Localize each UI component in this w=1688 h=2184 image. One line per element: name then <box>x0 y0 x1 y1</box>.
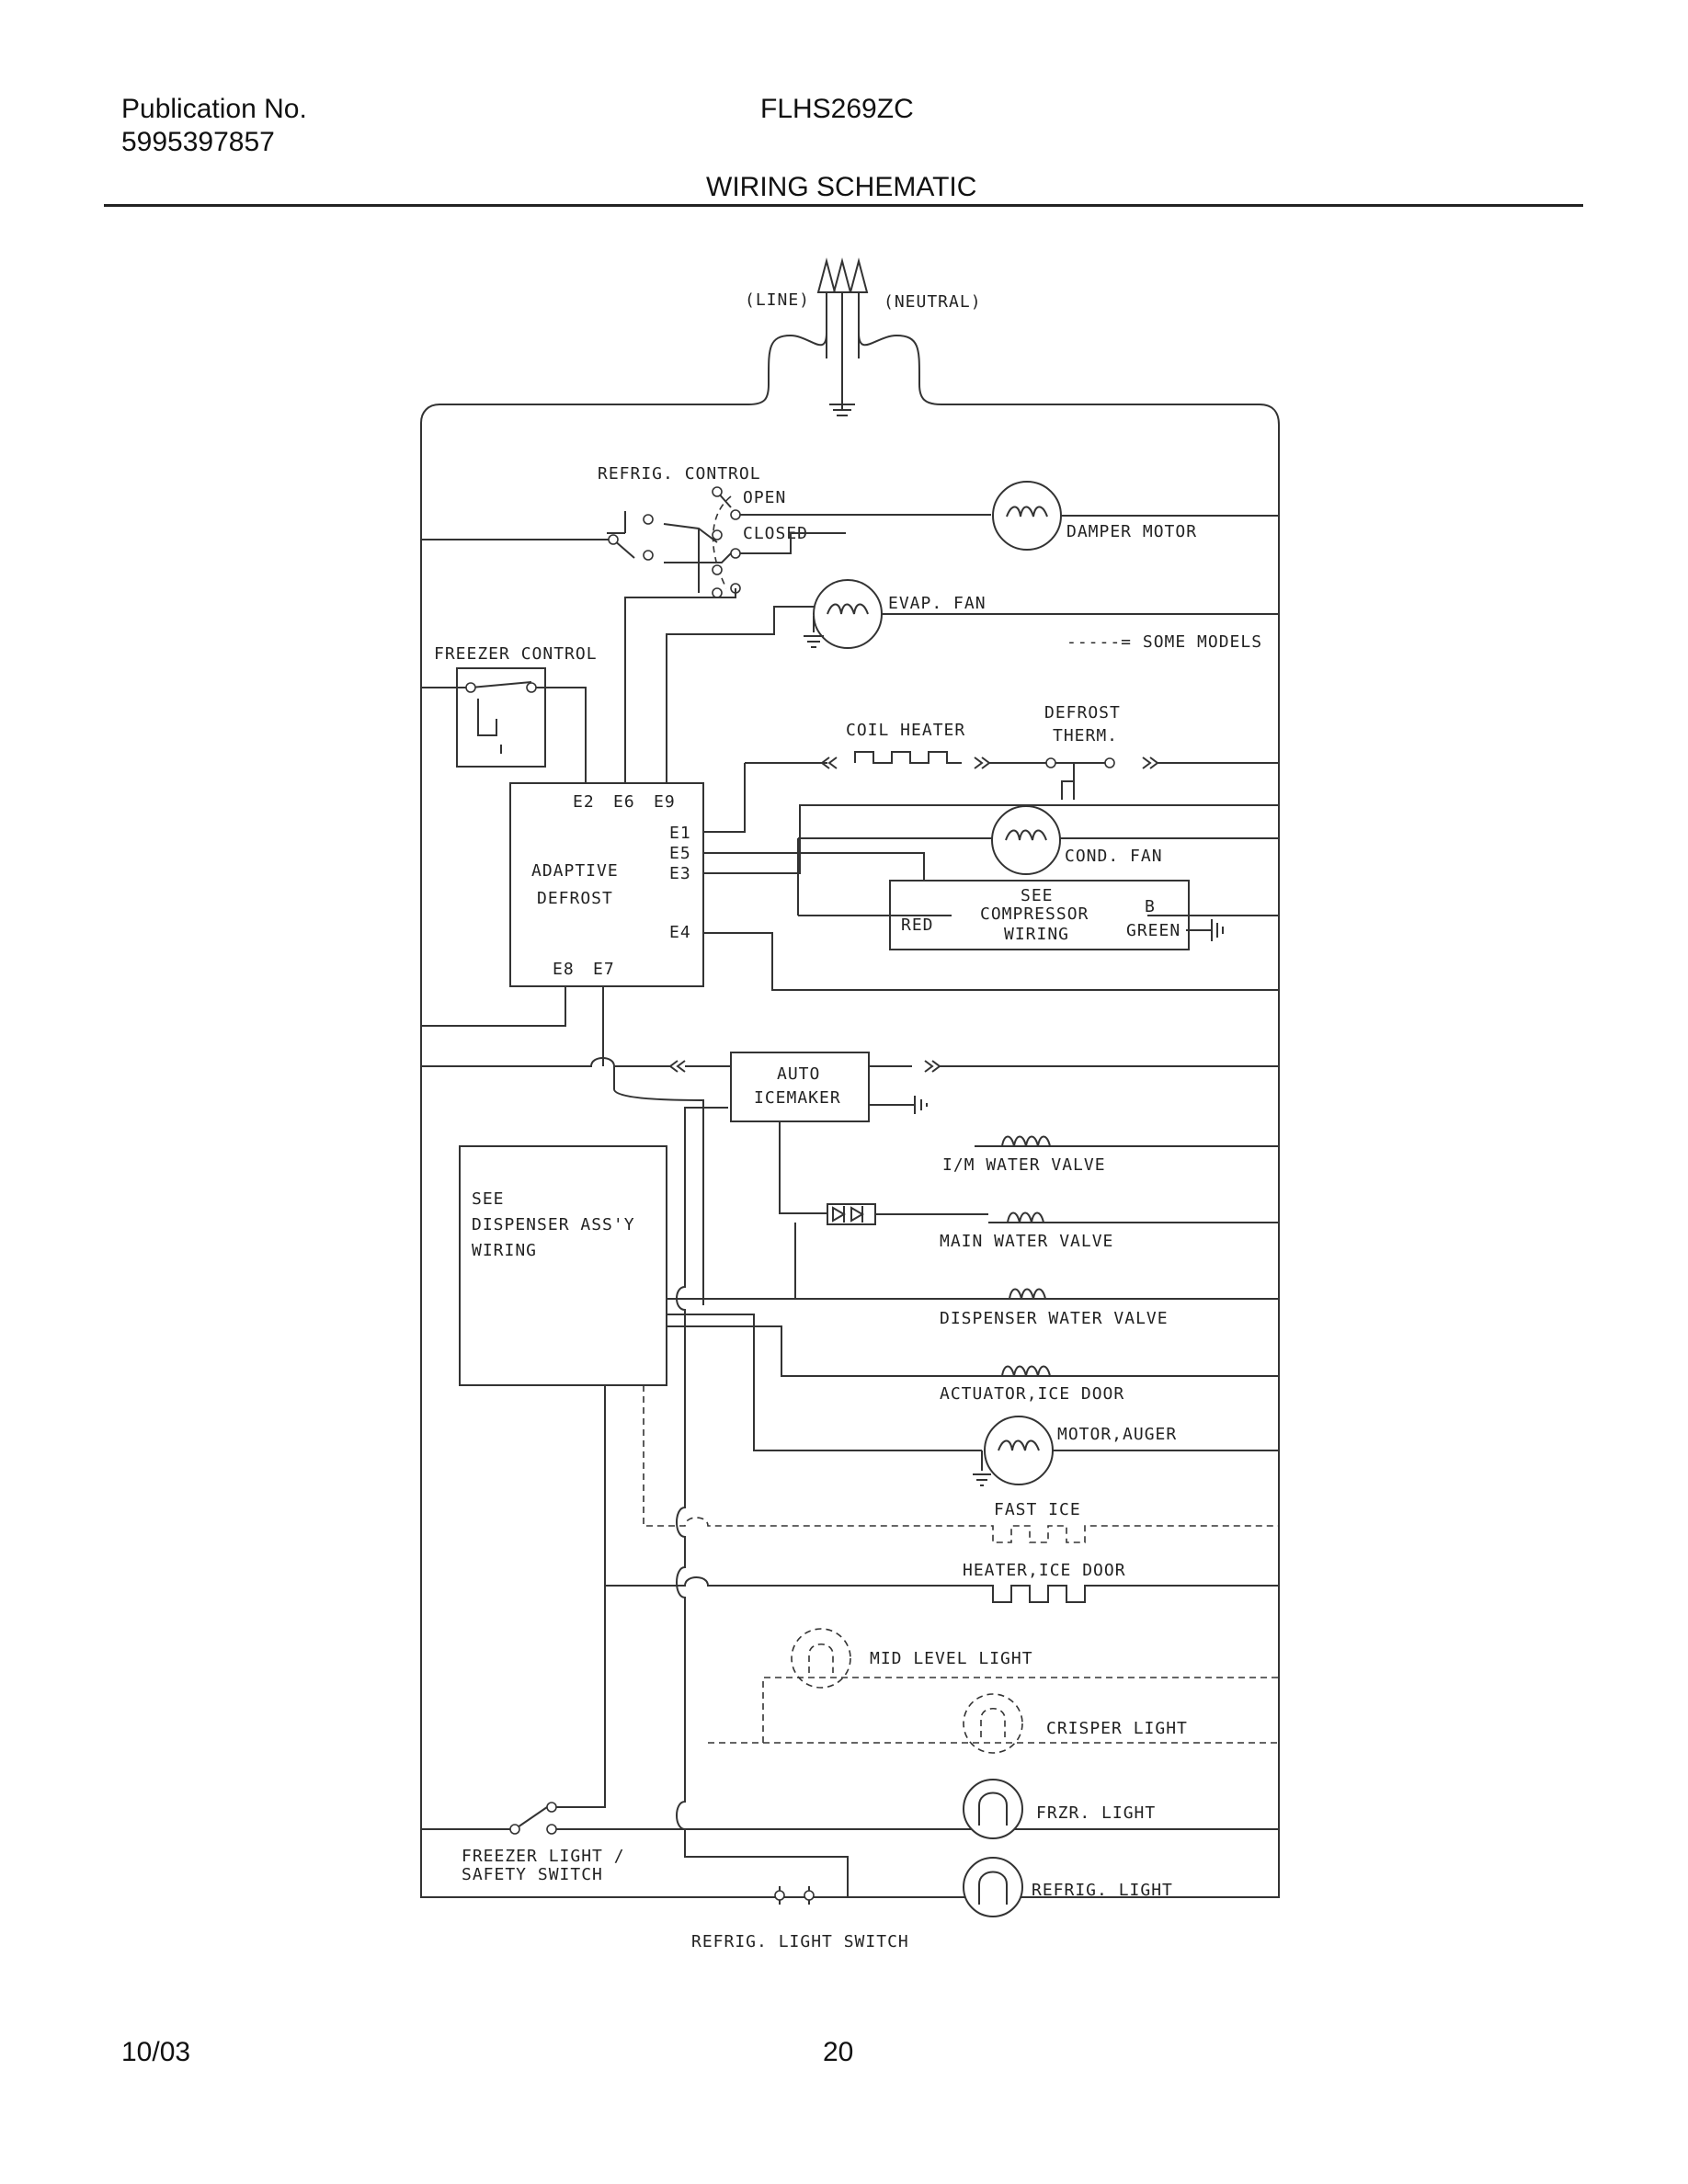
red-wire-label: RED <box>901 916 934 935</box>
footer-date: 10/03 <box>121 2037 191 2067</box>
dispenser-water-valve-label: DISPENSER WATER VALVE <box>940 1309 1169 1328</box>
fast-ice-label: FAST ICE <box>994 1500 1081 1519</box>
common-bus <box>676 1107 849 1897</box>
motor-auger-label: MOTOR,AUGER <box>1057 1425 1177 1444</box>
damper-motor-label: DAMPER MOTOR <box>1066 522 1197 541</box>
defrost-label: DEFROST <box>1044 703 1121 722</box>
terminal-e8: E8 <box>553 960 575 979</box>
dispenser-assy-label: DISPENSER ASS'Y <box>472 1215 635 1234</box>
heater-ice-door-label: HEATER,ICE DOOR <box>963 1561 1126 1580</box>
cond-fan: COND. FAN <box>797 805 1279 916</box>
heater-ice-door: HEATER,ICE DOOR <box>604 1385 1279 1603</box>
terminal-e6: E6 <box>613 792 635 812</box>
refrig-control: REFRIG. CONTROL OPEN CLOSED <box>421 464 991 598</box>
compressor-label: COMPRESSOR <box>980 904 1089 924</box>
freezer-light-label: FREEZER LIGHT / <box>462 1847 625 1866</box>
therm-label: THERM. <box>1053 726 1118 745</box>
page-number: 20 <box>823 2037 854 2067</box>
refrig-light-label: REFRIG. LIGHT <box>1032 1881 1173 1900</box>
frzr-light-icon <box>963 1779 1023 1839</box>
dispenser-assembly: SEE DISPENSER ASS'Y WIRING <box>459 1145 667 1386</box>
terminal-e9: E9 <box>654 792 676 812</box>
valves: I/M WATER VALVE MAIN WATER VALVE DISPENS… <box>667 1121 1279 1404</box>
open-label: OPEN <box>743 488 786 507</box>
cabinet-lights: FREEZER LIGHT / SAFETY SWITCH FRZR. LIGH… <box>421 1385 1279 1917</box>
safety-switch-label: SAFETY SWITCH <box>462 1865 603 1884</box>
terminal-e1: E1 <box>669 824 691 843</box>
dispenser-wiring-label: WIRING <box>472 1241 537 1260</box>
adaptive-defrost-board: E2 E6 E9 E1 E5 E3 E4 E8 E7 ADAPTIVE DEFR… <box>421 782 1279 1066</box>
dispenser-see-label: SEE <box>472 1189 505 1209</box>
green-wire-label: GREEN <box>1126 921 1180 940</box>
crisper-light-label: CRISPER LIGHT <box>1046 1719 1188 1738</box>
publication-number: 5995397857 <box>121 127 275 157</box>
compressor-block: SEE COMPRESSOR WIRING RED B GREEN <box>798 880 1279 950</box>
refrig-light-icon <box>963 1857 1023 1917</box>
motor-auger-icon <box>984 1416 1054 1485</box>
fast-ice: FAST ICE <box>643 1385 1279 1543</box>
compressor-wiring-label: WIRING <box>1004 925 1069 944</box>
some-models-note: -----= SOME MODELS <box>1066 632 1262 652</box>
ground-icon <box>829 404 855 416</box>
im-water-valve-label: I/M WATER VALVE <box>942 1155 1106 1175</box>
terminal-e5: E5 <box>669 844 691 863</box>
motor-auger: MOTOR,AUGER <box>667 1314 1279 1486</box>
evap-fan: EVAP. FAN -----= SOME MODELS <box>624 579 1279 962</box>
adaptive-label: ADAPTIVE <box>531 861 619 881</box>
compressor-see-label: SEE <box>1021 886 1054 905</box>
refrig-light-switch: REFRIG. LIGHT SWITCH <box>691 1886 909 1951</box>
auto-label: AUTO <box>777 1064 820 1084</box>
page-title: WIRING SCHEMATIC <box>706 172 977 202</box>
defrost-board-label: DEFROST <box>537 889 613 908</box>
cond-fan-label: COND. FAN <box>1065 847 1163 866</box>
neutral-label: (NEUTRAL) <box>884 292 982 312</box>
publication-label: Publication No. <box>121 94 307 124</box>
damper-motor-icon <box>992 481 1062 551</box>
coil-heater-label: COIL HEATER <box>846 721 965 740</box>
icemaker-label: ICEMAKER <box>754 1088 841 1108</box>
line-label: (LINE) <box>745 290 810 310</box>
freezer-control-label: FREEZER CONTROL <box>434 644 598 664</box>
coil-heater: COIL HEATER DEFROST THERM. <box>703 703 1279 833</box>
frzr-light-label: FRZR. LIGHT <box>1036 1803 1156 1823</box>
terminal-e7: E7 <box>593 960 615 979</box>
evap-fan-label: EVAP. FAN <box>888 594 987 613</box>
evap-fan-icon <box>813 579 883 649</box>
power-input: (LINE) (NEUTRAL) <box>420 257 1280 426</box>
header-rule <box>104 204 1583 207</box>
actuator-ice-door-label: ACTUATOR,ICE DOOR <box>940 1384 1124 1404</box>
mid-level-light-icon <box>791 1628 851 1689</box>
refrig-control-label: REFRIG. CONTROL <box>598 464 761 483</box>
terminal-e4: E4 <box>669 923 691 942</box>
refrig-light-switch-label: REFRIG. LIGHT SWITCH <box>691 1932 909 1951</box>
damper-motor: DAMPER MOTOR <box>992 481 1279 551</box>
main-water-valve-label: MAIN WATER VALVE <box>940 1232 1113 1251</box>
cond-fan-icon <box>991 805 1061 875</box>
crisper-light-icon <box>963 1693 1023 1754</box>
b-wire-label: B <box>1145 897 1156 916</box>
optional-lights: MID LEVEL LIGHT CRISPER LIGHT <box>708 1628 1279 1754</box>
main-frame <box>420 423 1280 1898</box>
terminal-e3: E3 <box>669 864 691 883</box>
freezer-control: FREEZER CONTROL <box>421 644 598 786</box>
terminal-e2: E2 <box>573 792 595 812</box>
model-number: FLHS269ZC <box>760 94 914 124</box>
mid-level-light-label: MID LEVEL LIGHT <box>870 1649 1033 1668</box>
auto-icemaker: AUTO ICEMAKER <box>421 1052 1279 1305</box>
